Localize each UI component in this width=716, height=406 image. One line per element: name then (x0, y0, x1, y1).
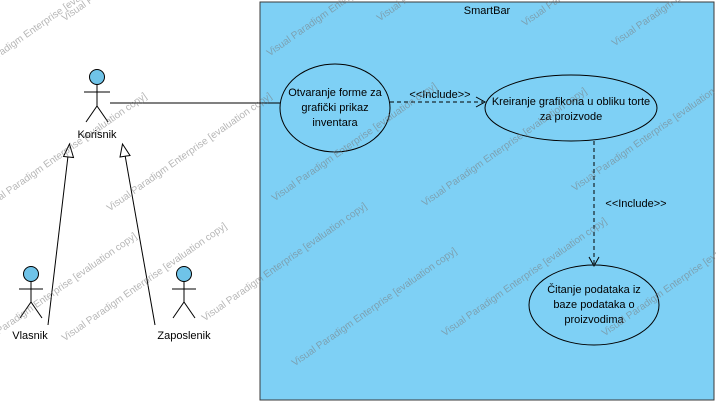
use-case-uc1[interactable] (279, 63, 391, 153)
use-case-uc3-line-3: proizvodima (564, 314, 624, 326)
include-label-1: <<Include>> (409, 89, 471, 101)
generalization-arrowhead-zaposlenik (119, 142, 131, 158)
actor-korisnik[interactable] (84, 69, 110, 123)
actor-label-korisnik: Korisnik (77, 129, 117, 141)
actor-label-zaposlenik: Zaposlenik (157, 330, 211, 342)
actor-zaposlenik[interactable] (172, 266, 196, 319)
use-case-uc3-text: Čitanje podataka iz baze podataka o proi… (529, 283, 659, 328)
use-case-uc1-line-2: grafički prikaz (301, 102, 369, 114)
actor-vlasnik[interactable] (19, 266, 43, 319)
actor-label-vlasnik: Vlasnik (12, 330, 48, 342)
use-case-uc3-line-1: Čitanje podataka iz (547, 284, 641, 296)
actor-head-icon (89, 69, 105, 85)
generalization-line-vlasnik (47, 155, 69, 326)
use-case-uc2[interactable] (484, 74, 658, 142)
generalization-arrowhead-vlasnik (62, 142, 75, 159)
generalization-line-zaposlenik (124, 154, 156, 326)
include-arrowhead-1 (475, 96, 487, 108)
use-case-uc1-line-3: inventara (312, 117, 358, 129)
include-arrowhead-2 (588, 256, 600, 268)
use-case-uc1-line-1: Otvaranje forme za (288, 87, 382, 99)
actor-head-icon (176, 266, 192, 282)
use-case-uc2-text: Kreiranje grafikona u obliku torte za pr… (485, 95, 657, 125)
actor-head-icon (23, 266, 39, 282)
include-label-2: <<Include>> (605, 198, 667, 210)
use-case-uc2-line-2: za proizvode (539, 111, 603, 123)
use-case-uc1-text: Otvaranje forme za grafički prikaz inven… (280, 86, 390, 131)
use-case-uc3-line-2: baze podataka o (553, 299, 635, 311)
use-case-uc2-line-1: Kreiranje grafikona u obliku torte (491, 96, 651, 108)
system-title: SmartBar (463, 5, 511, 17)
